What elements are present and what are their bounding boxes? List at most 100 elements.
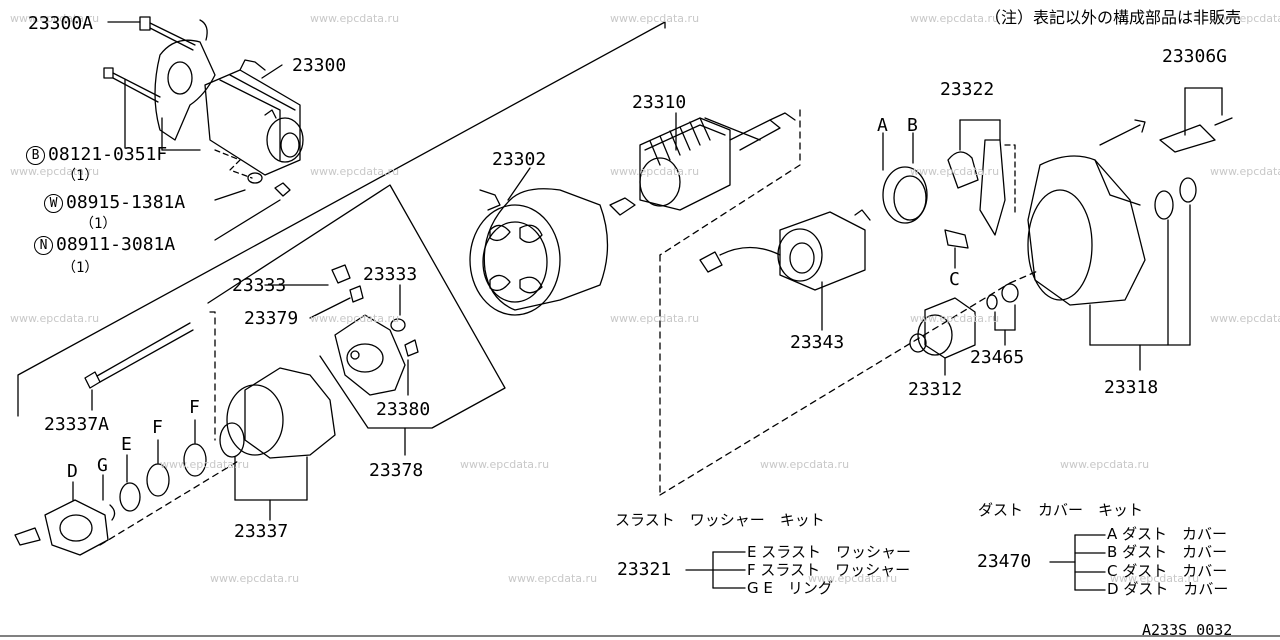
lever-drawing [883, 120, 1015, 268]
qty-08121: （1） [62, 168, 99, 184]
item-name: E リング [763, 579, 833, 597]
part-label-23302[interactable]: 23302 [492, 149, 547, 170]
non-sale-note: （注）表記以外の構成部品は非販売 [985, 8, 1242, 27]
item-name: ダスト カバー [1123, 580, 1229, 598]
watermark: www.epcdata.ru [1060, 458, 1150, 471]
watermark: www.epcdata.ru [910, 312, 1000, 325]
item-name: ダスト カバー [1122, 525, 1228, 543]
item-name: ダスト カバー [1122, 543, 1228, 561]
qty-08911: （1） [62, 260, 99, 276]
thrust-kit-item: E スラスト ワッシャー [747, 543, 911, 561]
dust-kit-bracket [1050, 535, 1105, 590]
marker-n: N [34, 235, 53, 255]
part-label-23318[interactable]: 23318 [1104, 377, 1159, 398]
marker-letter-g: G [97, 455, 108, 476]
item-letter: G [747, 579, 759, 597]
watermark: www.epcdata.ru [610, 312, 700, 325]
marker-letter-d: D [67, 461, 78, 482]
marker-letter-e: E [121, 434, 132, 455]
part-label-23337[interactable]: 23337 [234, 521, 289, 542]
part-label-23333-right[interactable]: 23333 [363, 264, 418, 285]
part-label-23306G[interactable]: 23306G [1162, 46, 1228, 67]
watermark: www.epcdata.ru [760, 458, 850, 471]
watermark: www.epcdata.ru [910, 165, 1000, 178]
dust-kit-title: ダスト カバー キット [978, 501, 1144, 519]
item-letter: C [1107, 562, 1118, 580]
starter-assembly-drawing [104, 17, 303, 240]
brush-holder-group [208, 185, 505, 455]
thrust-kit-item: F スラスト ワッシャー [747, 561, 910, 579]
thrust-kit-part[interactable]: 23321 [617, 559, 672, 580]
watermark: www.epcdata.ru [610, 12, 700, 25]
watermark: www.epcdata.ru [508, 572, 598, 585]
watermark: www.epcdata.ru [1210, 312, 1280, 325]
dust-kit-item: C ダスト カバー [1107, 562, 1227, 580]
watermark: www.epcdata.ru [910, 12, 1000, 25]
armature-drawing [610, 110, 1010, 495]
item-letter: D [1107, 580, 1119, 598]
item-name: ダスト カバー [1122, 562, 1228, 580]
watermark: www.epcdata.ru [310, 12, 400, 25]
item-letter: A [1107, 525, 1118, 543]
watermark: www.epcdata.ru [310, 312, 400, 325]
watermark: www.epcdata.ru [1110, 572, 1200, 585]
dust-kit-item: D ダスト カバー [1107, 580, 1228, 598]
diagram-id: A233S 0032 [1142, 621, 1233, 639]
watermark: www.epcdata.ru [310, 165, 400, 178]
watermark: www.epcdata.ru [808, 572, 898, 585]
part-number: 08121-0351F [48, 144, 168, 165]
marker-b: B [26, 145, 45, 165]
part-label-23465[interactable]: 23465 [970, 347, 1025, 368]
marker-letter-c: C [949, 269, 960, 290]
part-label-23312[interactable]: 23312 [908, 379, 963, 400]
marker-letter-a: A [877, 115, 888, 136]
item-letter: E [747, 543, 757, 561]
part-label-23310[interactable]: 23310 [632, 92, 687, 113]
watermark: www.epcdata.ru [160, 458, 250, 471]
watermark: www.epcdata.ru [1210, 165, 1280, 178]
part-label-23300A[interactable]: 23300A [28, 13, 94, 34]
part-label-23380[interactable]: 23380 [376, 399, 431, 420]
magnetic-switch-drawing [700, 210, 870, 330]
watermark: www.epcdata.ru [10, 12, 100, 25]
part-label-23333-left[interactable]: 23333 [232, 275, 287, 296]
watermark: www.epcdata.ru [10, 165, 100, 178]
part-label-23300[interactable]: 23300 [292, 55, 347, 76]
dust-kit-part[interactable]: 23470 [977, 551, 1032, 572]
part-number: 08911-3081A [56, 234, 176, 255]
part-label-23337A[interactable]: 23337A [44, 414, 110, 435]
marker-w: W [44, 193, 63, 213]
thrust-kit-item: G E リング [747, 579, 833, 597]
thrust-kit-title: スラスト ワッシャー キット [615, 511, 825, 529]
marker-letter-f-1: F [152, 417, 163, 438]
watermark: www.epcdata.ru [460, 458, 550, 471]
marker-letter-b: B [907, 115, 918, 136]
watermark: www.epcdata.ru [210, 572, 300, 585]
item-name: スラスト ワッシャー [761, 543, 911, 561]
thrust-kit-bracket [686, 552, 745, 588]
part-label-23322[interactable]: 23322 [940, 79, 995, 100]
qty-08915: （1） [80, 216, 117, 232]
rear-cover-drawing [15, 312, 335, 555]
item-name: スラスト ワッシャー [760, 561, 911, 579]
item-letter: F [747, 561, 756, 579]
yoke-drawing [470, 168, 608, 315]
section-frame-line [18, 22, 665, 416]
pinion-drawing [910, 284, 1018, 375]
dust-kit-item: B ダスト カバー [1107, 543, 1227, 561]
part-label-23378[interactable]: 23378 [369, 460, 424, 481]
marker-letter-f-2: F [189, 397, 200, 418]
watermark: www.epcdata.ru [10, 312, 100, 325]
dust-kit-item: A ダスト カバー [1107, 525, 1227, 543]
part-label-23379[interactable]: 23379 [244, 308, 299, 329]
watermark: www.epcdata.ru [610, 165, 700, 178]
watermark: www.epcdata.ru [1210, 12, 1280, 25]
part-number: 08915-1381A [66, 192, 186, 213]
item-letter: B [1107, 543, 1118, 561]
housing-drawing [1010, 88, 1232, 370]
part-label-23343[interactable]: 23343 [790, 332, 845, 353]
